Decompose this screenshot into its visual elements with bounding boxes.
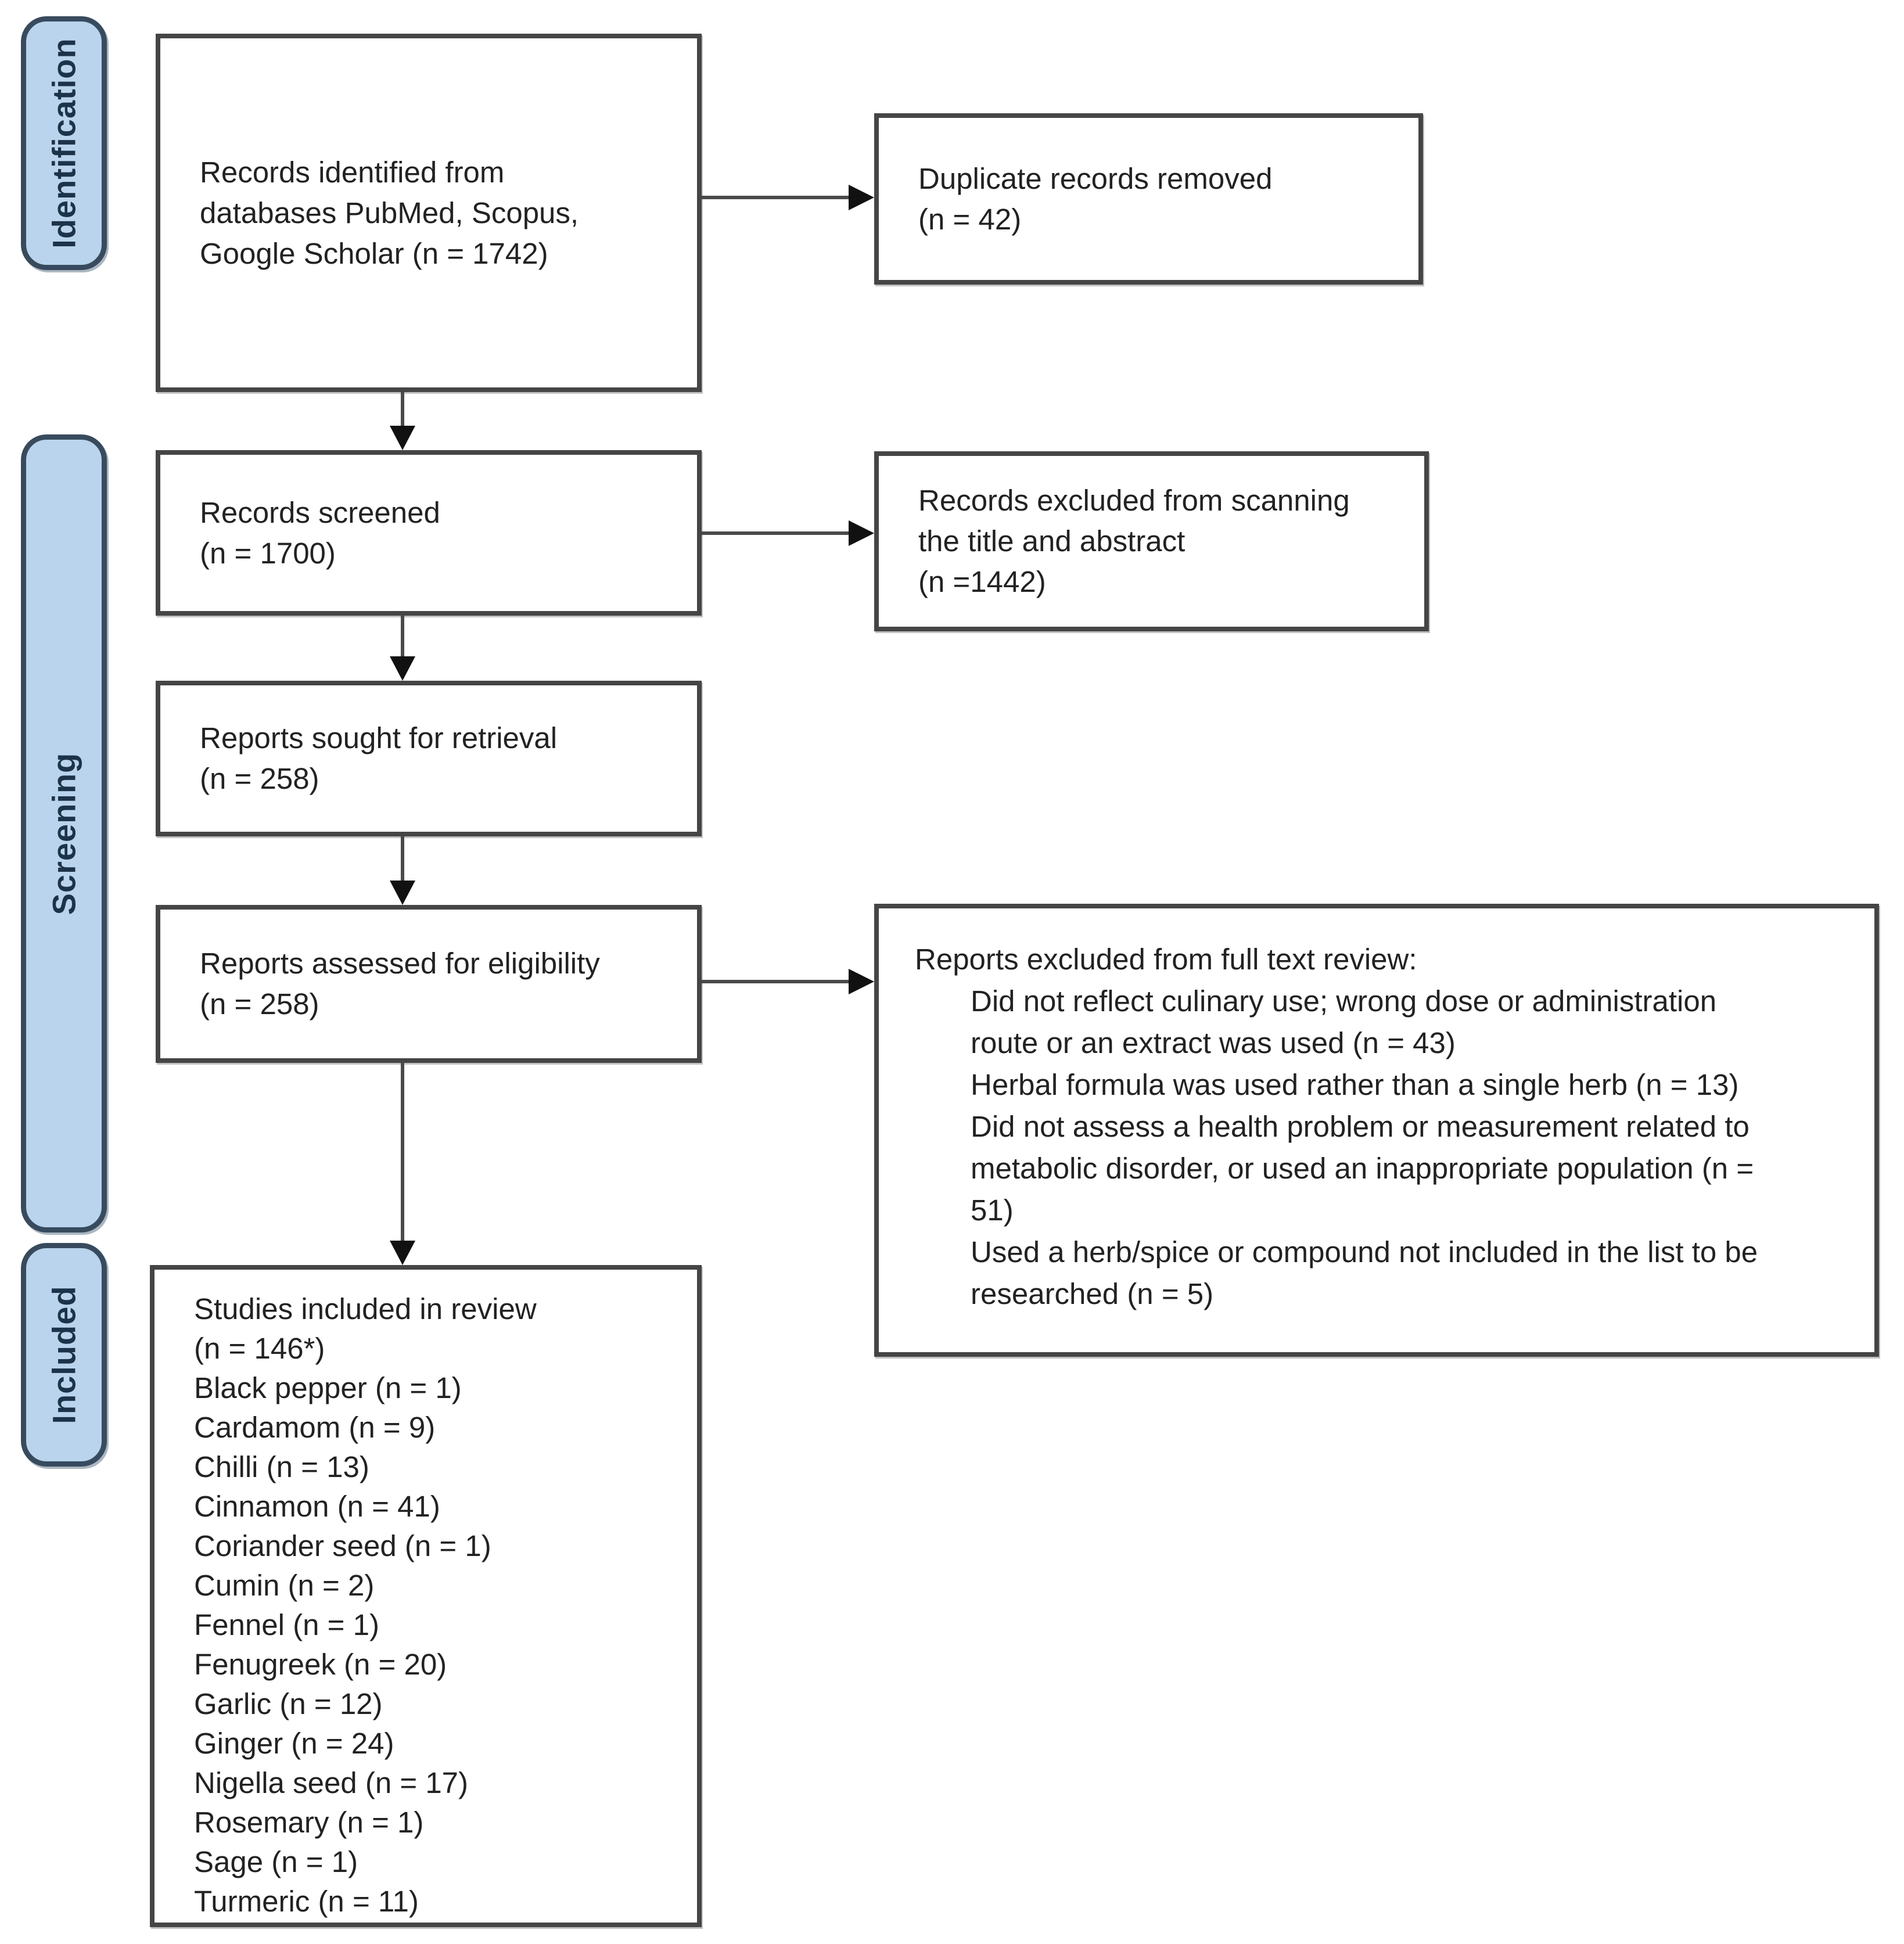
stage-screening-label: Screening — [45, 752, 82, 915]
box-line: Fenugreek (n = 20) — [194, 1648, 447, 1681]
arrow-shaft — [401, 1063, 404, 1241]
stage-identification-label: Identification — [45, 38, 82, 249]
box-line: Cumin (n = 2) — [194, 1569, 375, 1602]
box-line: Nigella seed (n = 17) — [194, 1766, 469, 1799]
box-line: (n = 146*) — [194, 1332, 325, 1365]
arrowhead-right-icon — [849, 185, 874, 210]
box-line: Google Scholar (n = 1742) — [200, 236, 548, 270]
arrow-shaft — [401, 616, 404, 656]
box-line: Sage (n = 1) — [194, 1845, 358, 1878]
box-line: (n = 258) — [200, 987, 319, 1020]
arrow-sought-to-assessed — [390, 836, 415, 905]
box-duplicates-removed: Duplicate records removed (n = 42) — [874, 113, 1423, 285]
box-line: Rosemary (n = 1) — [194, 1806, 424, 1839]
arrow-shaft — [401, 836, 404, 881]
stage-included-label: Included — [45, 1285, 82, 1424]
box-line: (n = 1700) — [200, 536, 336, 570]
box-line: Did not reflect culinary use; wrong dose… — [971, 984, 1717, 1018]
box-line: Did not assess a health problem or measu… — [971, 1110, 1749, 1143]
box-records-identified: Records identified from databases PubMed,… — [156, 34, 702, 392]
box-line: Black pepper (n = 1) — [194, 1371, 462, 1404]
arrow-screened-to-excluded — [702, 520, 874, 546]
arrow-shaft — [701, 980, 849, 983]
arrowhead-right-icon — [849, 969, 874, 994]
box-line: Studies included in review — [194, 1292, 537, 1325]
box-line: Reports sought for retrieval — [200, 721, 558, 754]
box-line: Fennel (n = 1) — [194, 1608, 379, 1641]
box-line: Garlic (n = 12) — [194, 1687, 383, 1720]
arrowhead-down-icon — [390, 881, 415, 905]
arrowhead-down-icon — [390, 656, 415, 681]
box-reports-assessed: Reports assessed for eligibility (n = 258… — [156, 905, 702, 1063]
box-line: Records screened — [200, 495, 440, 529]
box-line: Records identified from — [200, 155, 505, 189]
box-line: (n = 258) — [200, 762, 319, 795]
box-line: Chilli (n = 13) — [194, 1450, 369, 1483]
box-line: Reports assessed for eligibility — [200, 947, 600, 980]
box-line: (n = 42) — [918, 202, 1022, 236]
box-line: Cinnamon (n = 41) — [194, 1490, 440, 1523]
box-studies-included: Studies included in review (n = 146*) Blac… — [150, 1265, 702, 1927]
box-records-excluded-screening: Records excluded from scanning the title … — [874, 451, 1429, 631]
box-reports-sought: Reports sought for retrieval (n = 258) — [156, 681, 702, 836]
box-line: Used a herb/spice or compound not includ… — [971, 1235, 1758, 1269]
stage-identification: Identification — [21, 16, 107, 270]
box-line: 51) — [971, 1194, 1014, 1227]
arrow-shaft — [702, 531, 849, 535]
arrow-assessed-to-included — [390, 1063, 415, 1265]
arrowhead-right-icon — [849, 520, 874, 546]
arrow-shaft — [401, 392, 404, 426]
box-line: Turmeric (n = 11) — [194, 1885, 419, 1918]
box-reports-excluded-fulltext: Reports excluded from full text review: D… — [874, 904, 1879, 1357]
box-line: Duplicate records removed — [918, 161, 1273, 195]
box-line: route or an extract was used (n = 43) — [971, 1026, 1456, 1059]
arrowhead-down-icon — [390, 1241, 415, 1265]
arrowhead-down-icon — [390, 426, 415, 450]
box-line: (n =1442) — [918, 565, 1046, 598]
box-line: metabolic disorder, or used an inappropr… — [971, 1152, 1754, 1185]
box-line: Records excluded from scanning — [918, 484, 1350, 517]
arrow-assessed-to-fulltext-excluded — [701, 969, 874, 994]
box-line: researched (n = 5) — [971, 1277, 1214, 1310]
box-line: Herbal formula was used rather than a si… — [971, 1068, 1739, 1101]
arrow-identified-to-duplicates — [701, 185, 874, 210]
stage-included: Included — [21, 1243, 107, 1467]
box-line: Ginger (n = 24) — [194, 1727, 394, 1760]
arrow-shaft — [701, 196, 849, 199]
box-line: Coriander seed (n = 1) — [194, 1529, 491, 1562]
box-line: databases PubMed, Scopus, — [200, 196, 579, 229]
box-line: Reports excluded from full text review: — [915, 943, 1417, 976]
box-records-screened: Records screened (n = 1700) — [156, 450, 702, 616]
arrow-identified-to-screened — [390, 392, 415, 450]
box-line: the title and abstract — [918, 524, 1185, 558]
arrow-screened-to-sought — [390, 616, 415, 681]
stage-screening: Screening — [21, 434, 107, 1232]
box-line: Cardamom (n = 9) — [194, 1411, 436, 1444]
